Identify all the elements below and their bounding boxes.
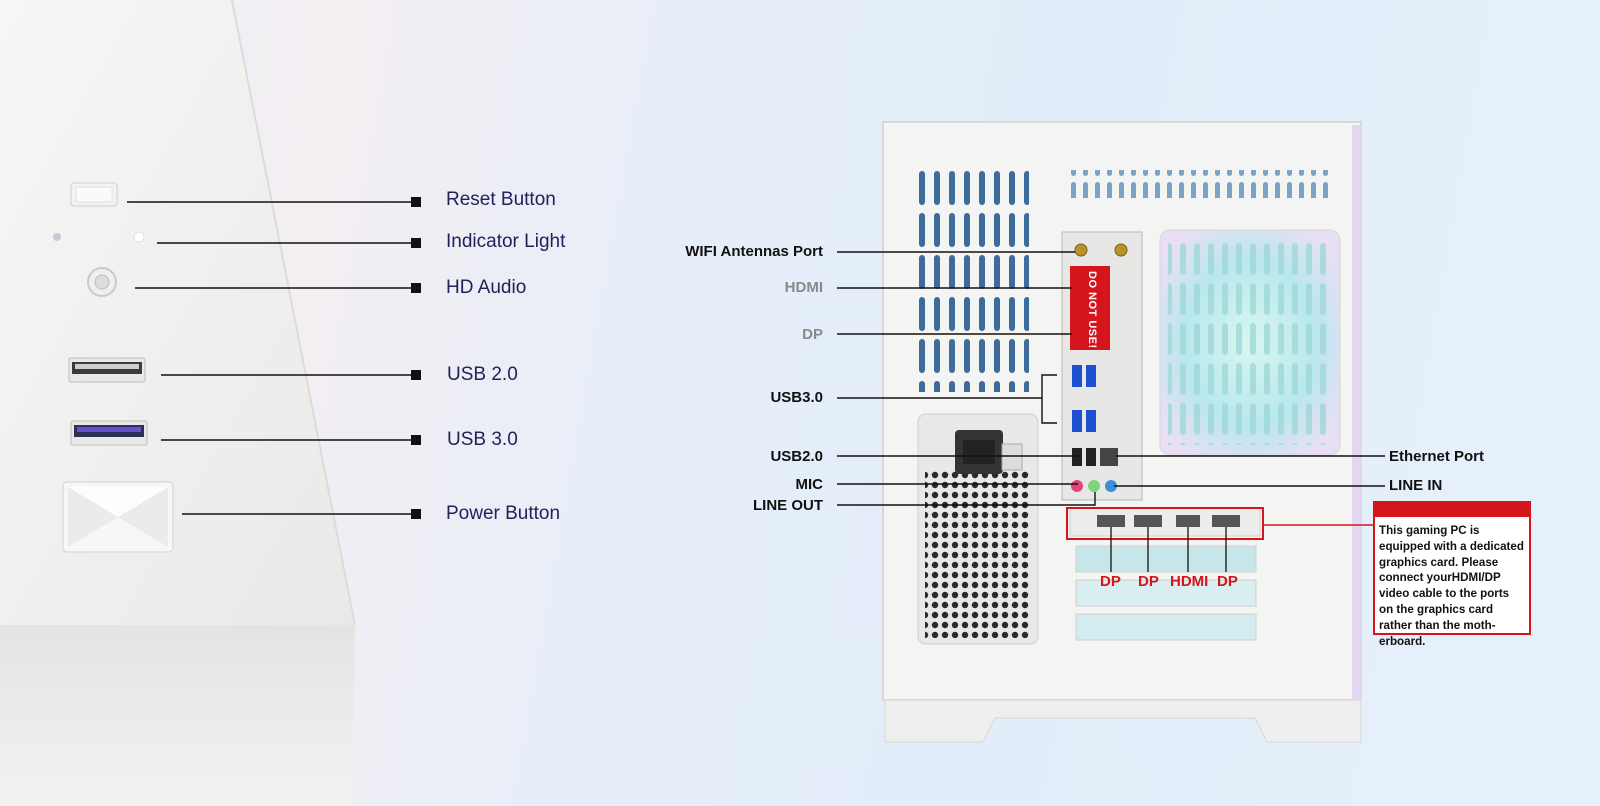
gpu-port-label-2: DP bbox=[1138, 573, 1159, 590]
label-wifi-antennas-port: WIFI Antennas Port bbox=[685, 243, 823, 260]
label-mic: MIC bbox=[796, 476, 824, 493]
front-case bbox=[0, 0, 355, 806]
label-ethernet-port: Ethernet Port bbox=[1389, 448, 1484, 465]
graphics-card-note: This gaming PC is equipped with a dedica… bbox=[1373, 501, 1531, 635]
label-line-in: LINE IN bbox=[1389, 477, 1442, 494]
label-indicator-light: Indicator Light bbox=[446, 231, 565, 253]
label-power-button: Power Button bbox=[446, 503, 560, 525]
rear-case bbox=[883, 122, 1361, 742]
label-usb-3: USB 3.0 bbox=[447, 429, 518, 451]
indicator-light-left bbox=[53, 233, 61, 241]
label-hdmi: HDMI bbox=[785, 279, 823, 296]
label-usb3: USB3.0 bbox=[770, 389, 823, 406]
gpu-port-label-1: DP bbox=[1100, 573, 1121, 590]
label-usb-2: USB 2.0 bbox=[447, 364, 518, 386]
label-dp: DP bbox=[802, 326, 823, 343]
note-header-bar bbox=[1375, 503, 1529, 517]
front-leader-markers bbox=[411, 197, 421, 519]
note-text: This gaming PC is equipped with a dedica… bbox=[1375, 517, 1529, 649]
io-sticker-label: DO NOT USE! bbox=[1080, 270, 1104, 350]
indicator-light bbox=[134, 232, 144, 242]
label-line-out: LINE OUT bbox=[753, 497, 823, 514]
gpu-port-label-3: HDMI bbox=[1170, 573, 1208, 590]
power-button[interactable] bbox=[63, 482, 173, 552]
label-hd-audio: HD Audio bbox=[446, 277, 526, 299]
gpu-port-label-4: DP bbox=[1217, 573, 1238, 590]
label-usb2: USB2.0 bbox=[770, 448, 823, 465]
label-reset-button: Reset Button bbox=[446, 189, 556, 211]
